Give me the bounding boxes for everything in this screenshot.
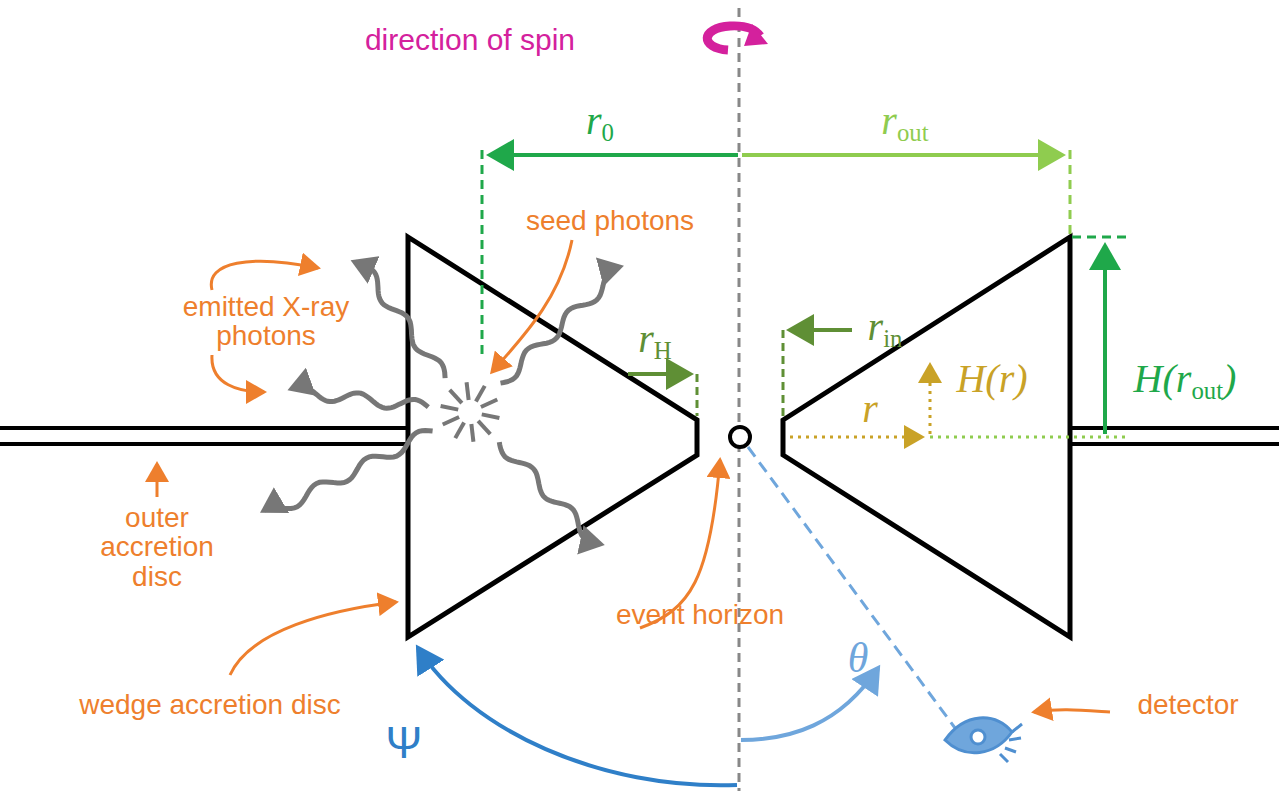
wedge-label: wedge accretion disc [79,690,340,719]
r-arrow [790,436,922,439]
outer-disc-label: outer accretion disc [77,503,237,591]
rh-guide [696,374,699,416]
seed-label: seed photons [526,206,694,235]
hrout-arrow [1103,246,1107,434]
leaders [157,240,1110,712]
event-horizon-label: event horizon [616,600,784,629]
psi-label: Ψ [386,720,423,766]
wedge-left [408,237,697,637]
rh-arrow [628,372,690,376]
hr-arrow [929,365,932,434]
spin-label: direction of spin [365,24,575,56]
hr-label: H(r) [956,358,1027,400]
psi-arc [418,648,737,785]
r0-guide [481,150,484,358]
rin-arrow [790,328,852,332]
hrout-label: H(rout) [1134,358,1237,404]
rh-label: rH [638,318,672,364]
spin-axis [738,8,741,791]
rout-label: rout [881,100,928,146]
hrout-guide [1072,236,1128,239]
rin-label: rin [868,306,903,352]
detector-label: detector [1137,690,1238,719]
rin-guide [782,330,785,416]
radial-guide [930,436,1128,439]
rout-guide [1069,150,1072,234]
theta-label: θ [848,636,869,680]
event-horizon [730,427,750,447]
spin-icon [707,24,768,50]
line-of-sight [748,447,955,728]
emitted-label: emitted X-ray photons [176,292,356,351]
r0-arrow [490,153,738,157]
r0-label: r0 [586,100,614,146]
rout-arrow [742,153,1062,157]
r-label: r [862,388,878,430]
detector-eye [945,718,1022,762]
